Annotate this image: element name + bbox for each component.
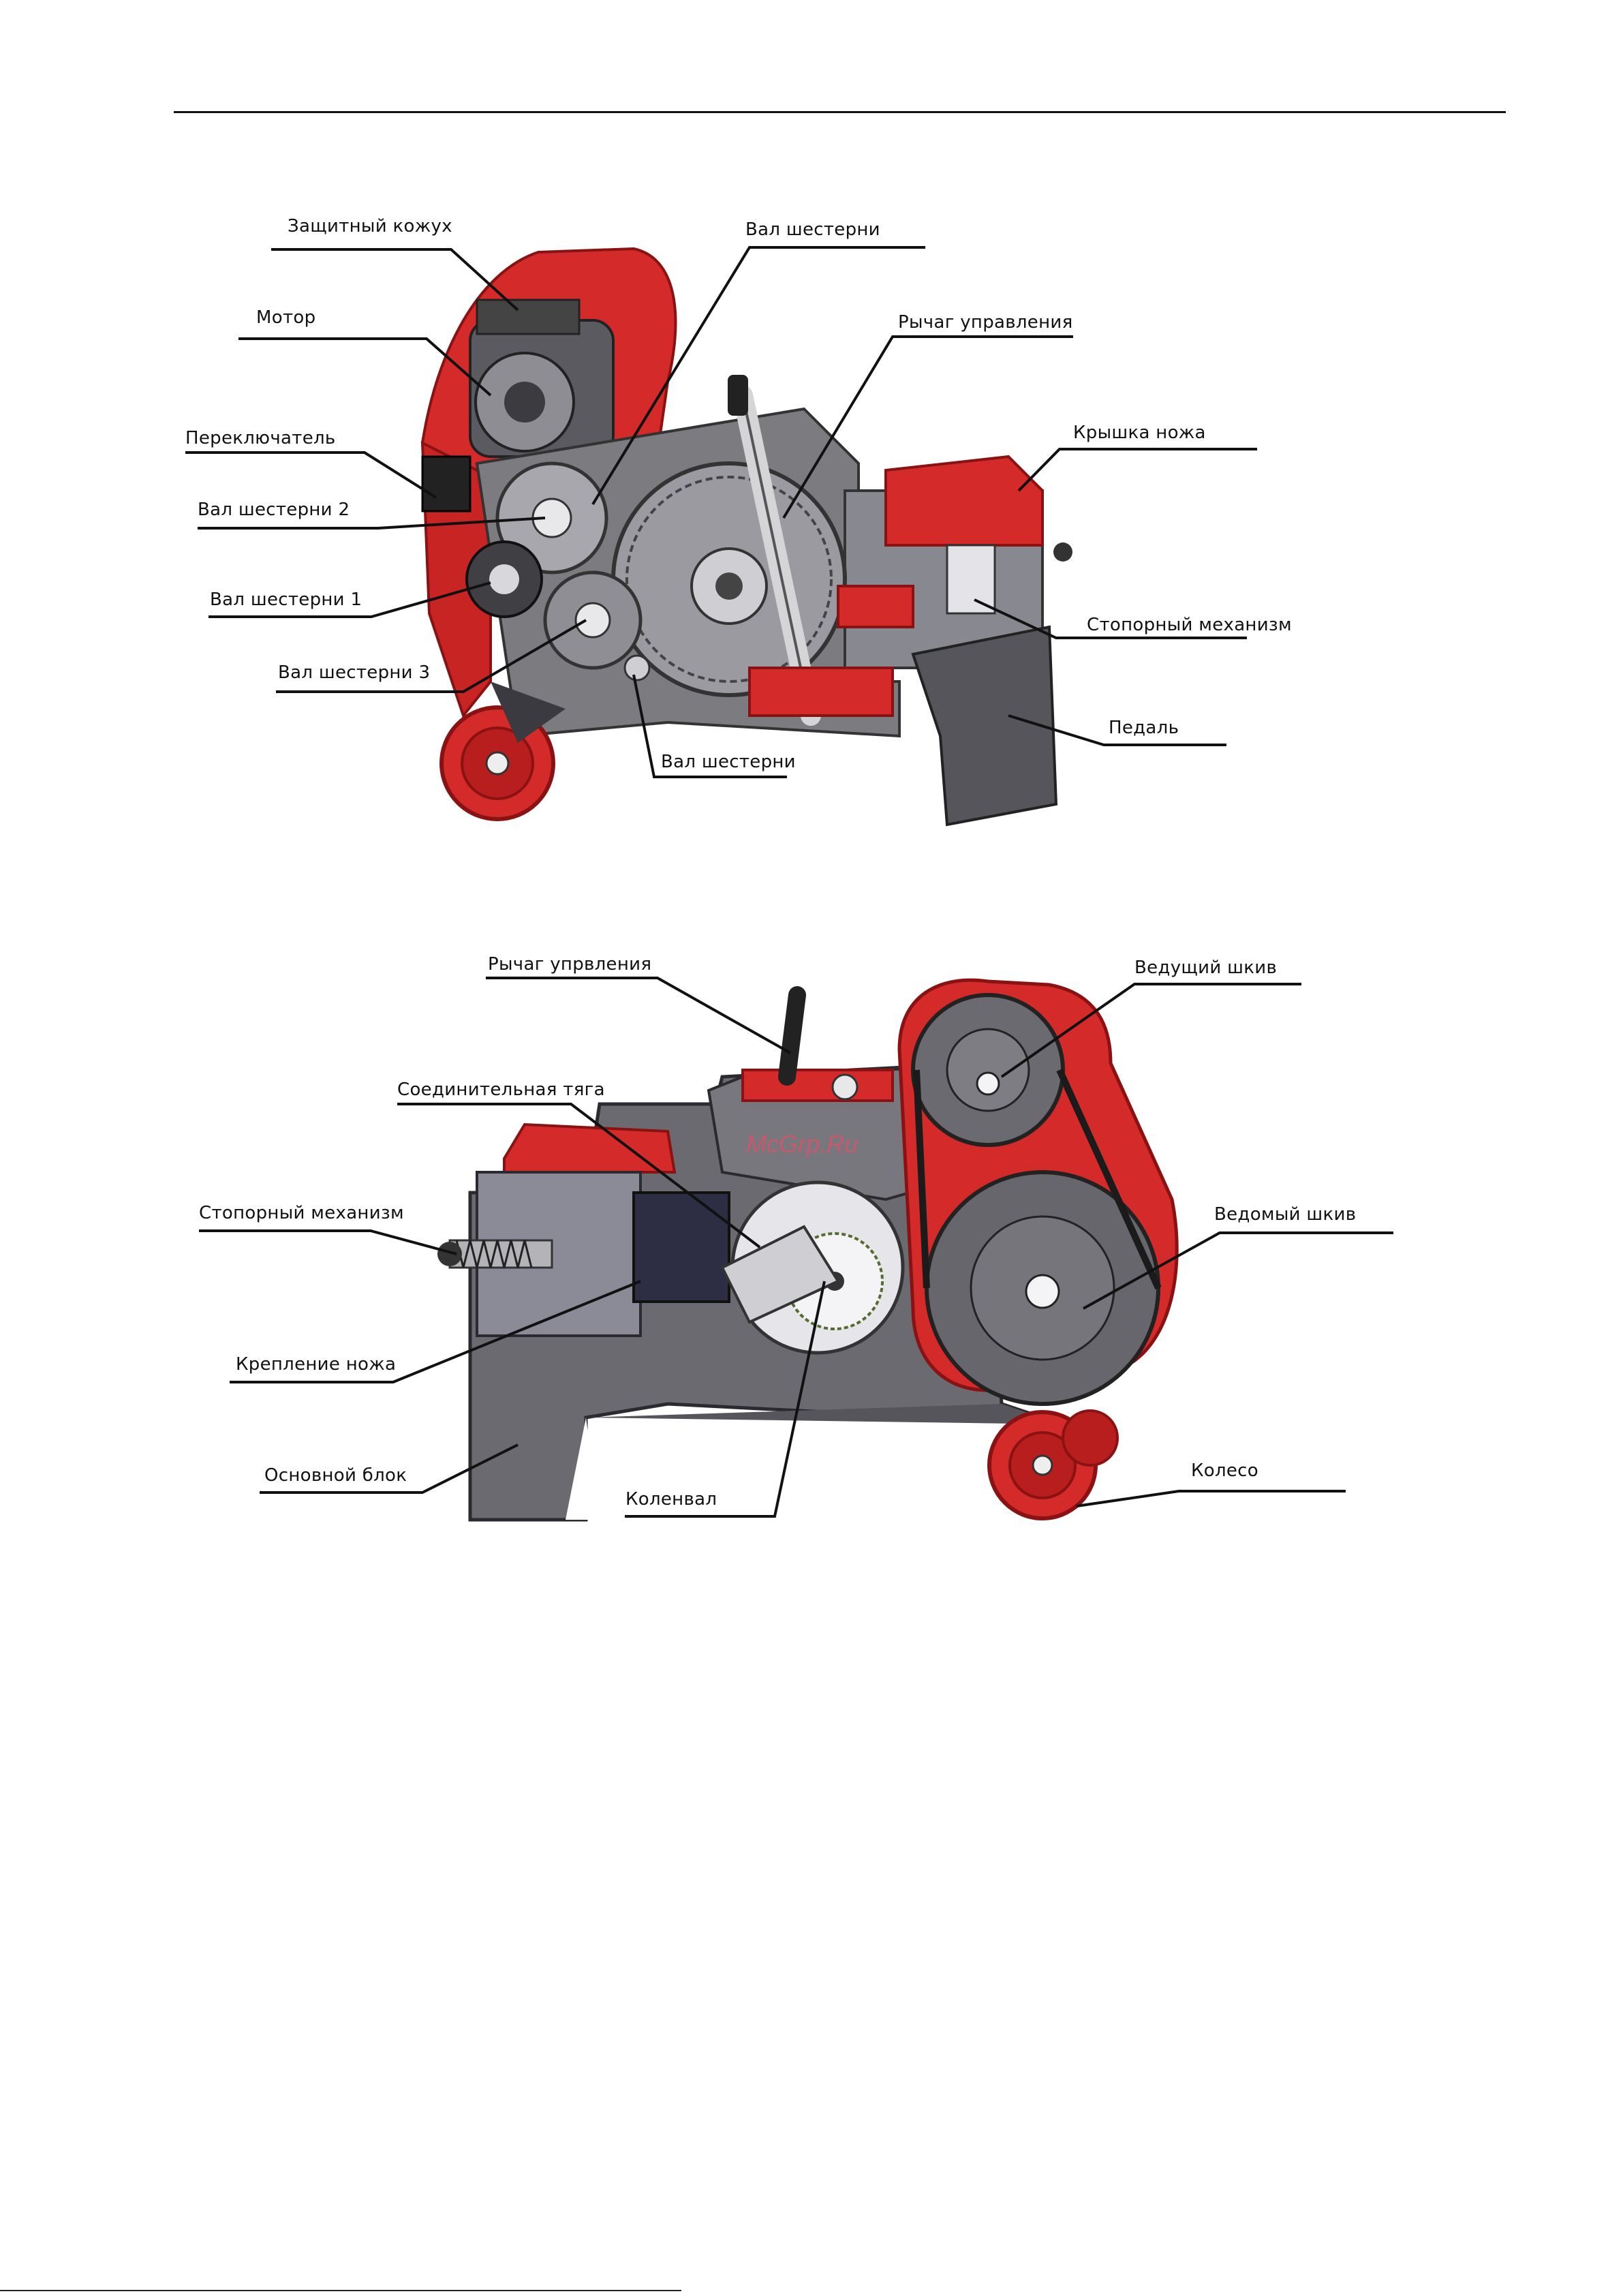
label-wheel: Колесо [1191,1460,1258,1481]
label-gear-shaft-bottom: Вал шестерни [661,752,796,772]
watermark: McGrp.Ru [746,1130,858,1159]
label-driven-pulley: Ведомый шкив [1214,1204,1356,1225]
label-drive-pulley: Ведущий шкив [1134,958,1277,978]
label-gear-shaft-3: Вал шестерни 3 [278,662,430,683]
label-knife-mount: Крепление ножа [236,1354,396,1375]
label-switch: Переключатель [185,428,336,448]
label-protective-cover: Защитный кожух [288,216,452,236]
label-control-lever: Рычаг управления [898,312,1073,333]
label-crankshaft: Коленвал [625,1489,717,1510]
label-gear-shaft-top: Вал шестерни [745,219,880,240]
label-stop-mechanism-2: Стопорный механизм [199,1203,404,1223]
label-gear-shaft-2: Вал шестерни 2 [198,500,350,520]
label-control-lever-2: Рычаг упрвления [488,954,651,975]
label-pedal: Педаль [1109,718,1179,738]
label-knife-cover: Крышка ножа [1073,423,1206,443]
label-connecting-rod: Соединительная тяга [397,1080,605,1100]
label-main-block: Основной блок [264,1465,407,1486]
label-motor: Мотор [256,307,315,328]
label-gear-shaft-1: Вал шестерни 1 [210,590,362,610]
footer-rule [0,2290,681,2291]
label-stop-mechanism-1: Стопорный механизм [1087,615,1292,635]
